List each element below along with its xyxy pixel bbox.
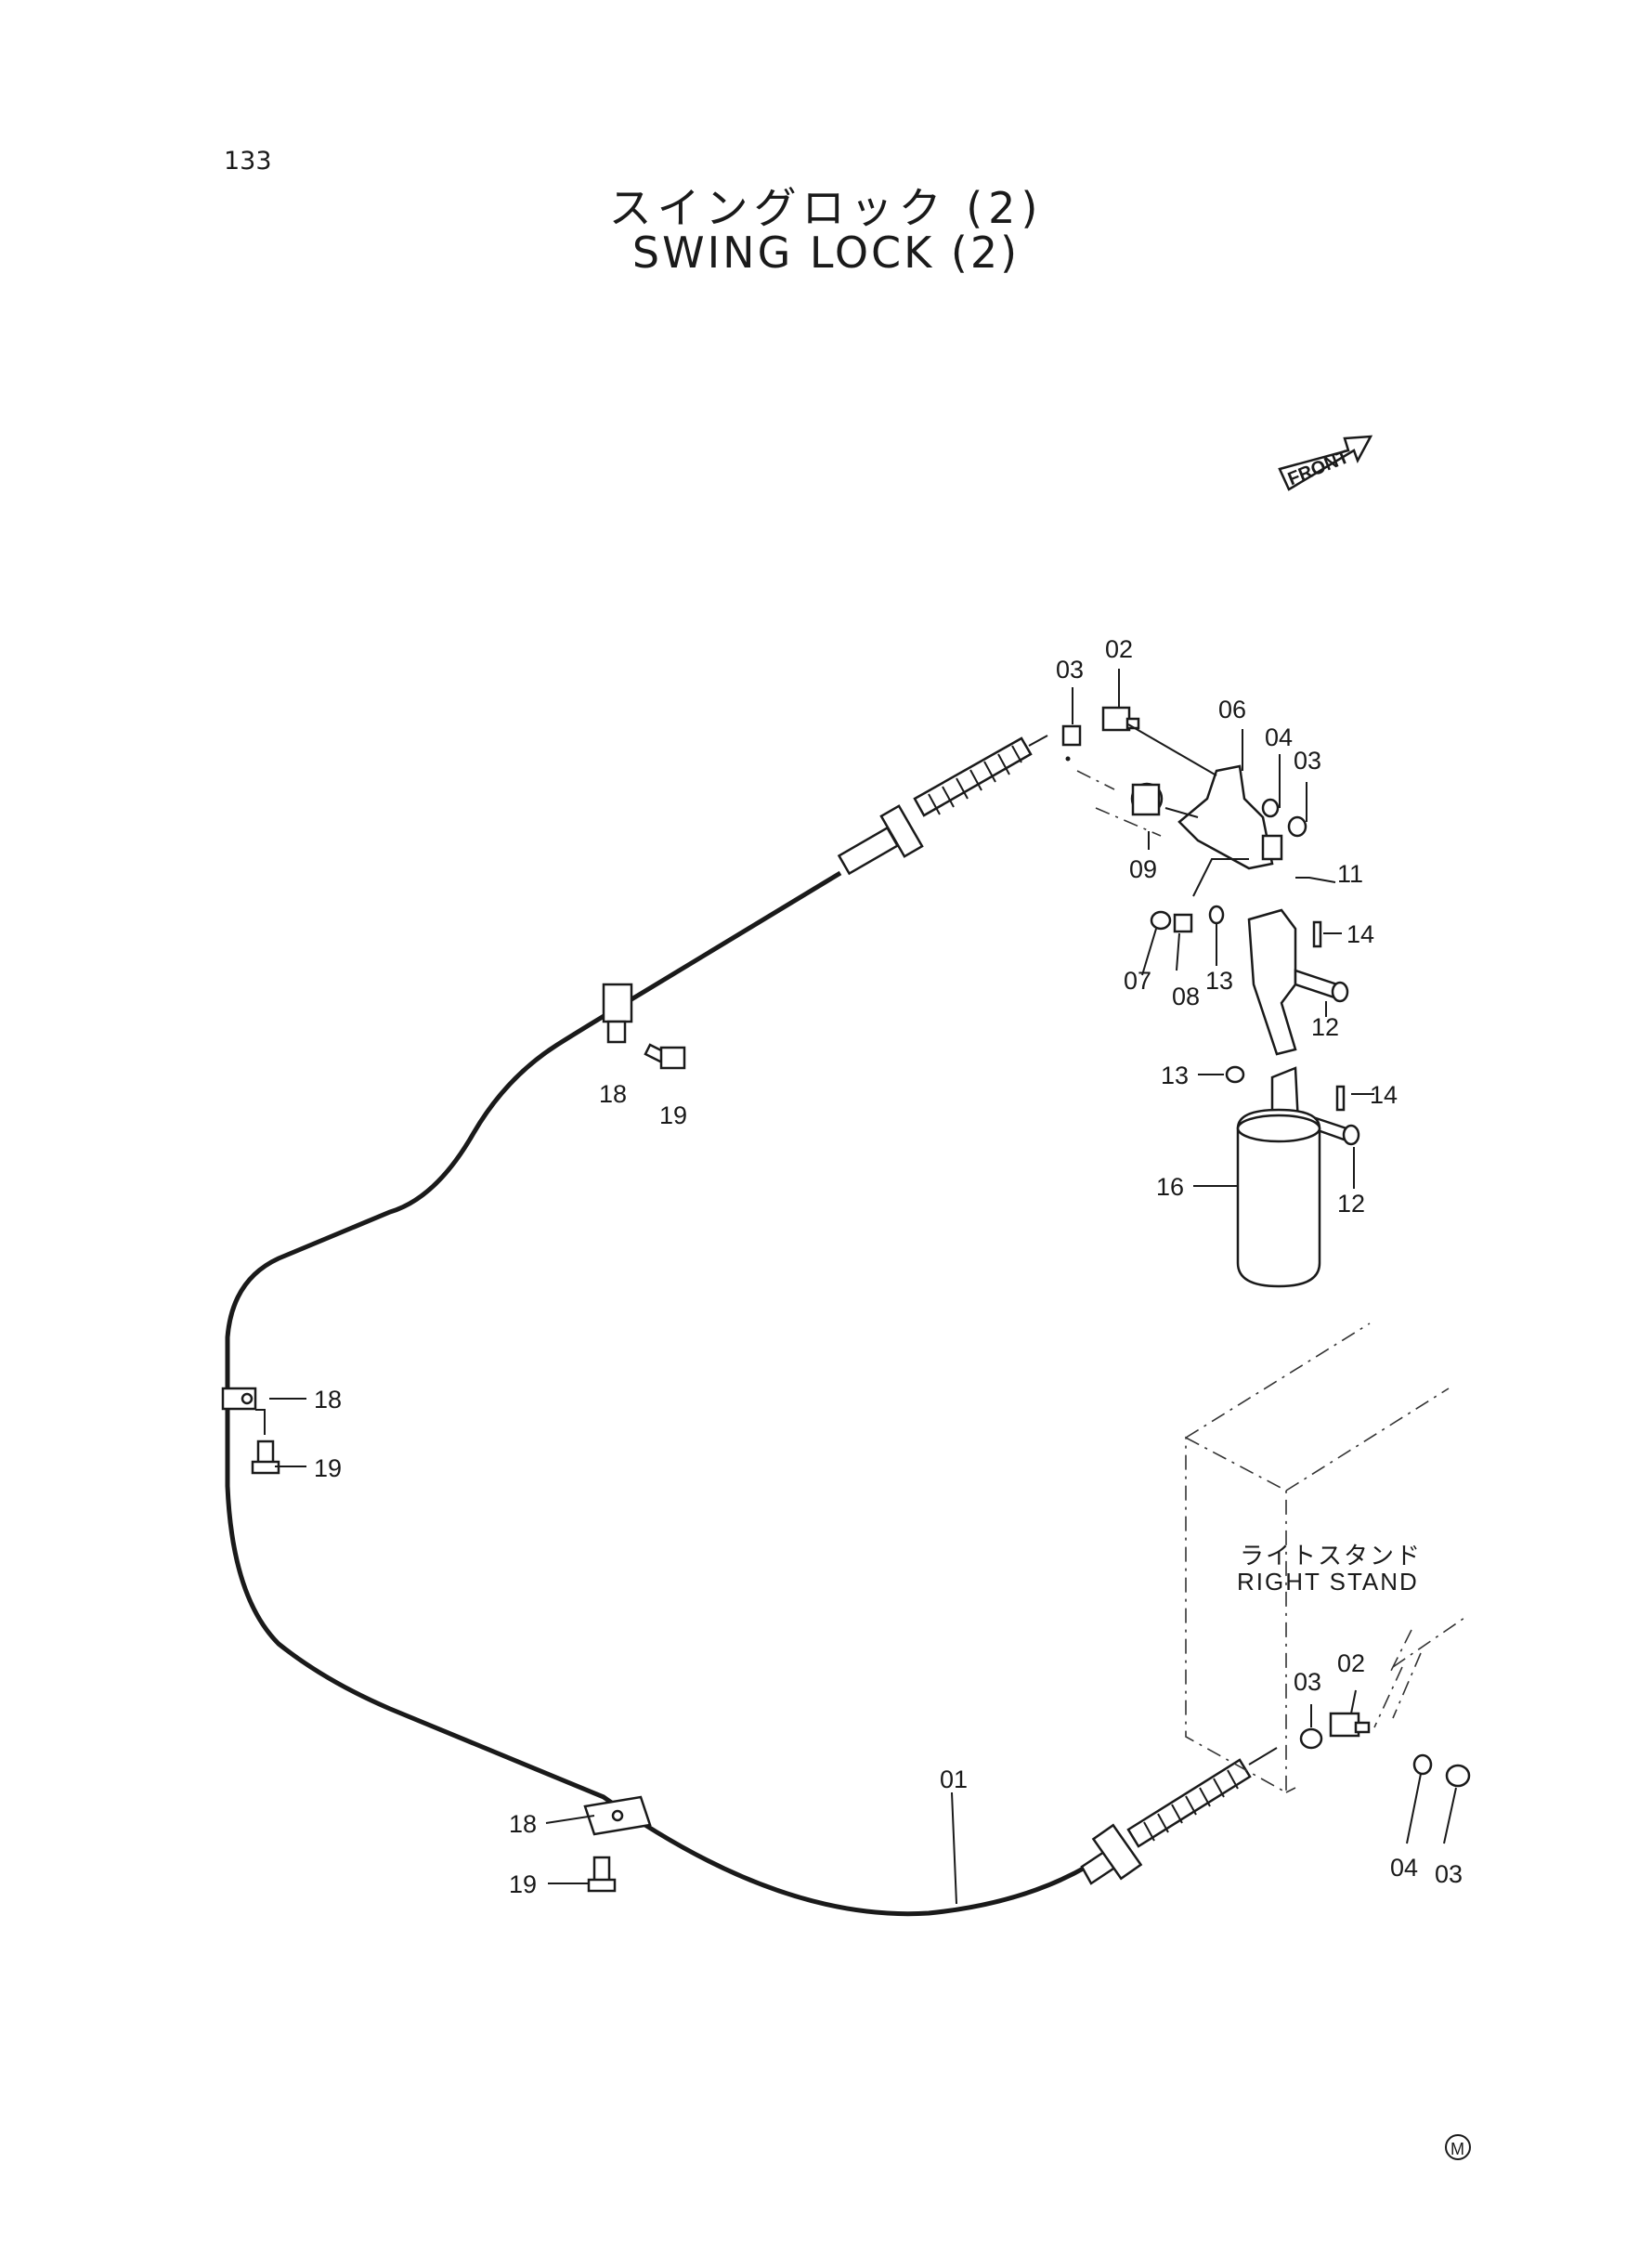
clamp-bottom [583, 1795, 652, 1893]
callout-03: 03 [1056, 656, 1084, 684]
swing-lock-cable [225, 870, 1088, 1917]
callout-04: 04 [1265, 723, 1293, 751]
callout-06: 06 [1218, 696, 1246, 723]
callout-08: 08 [1172, 983, 1200, 1010]
callout-16: 16 [1156, 1173, 1184, 1201]
callout-18: 18 [314, 1386, 342, 1414]
leader-lines [269, 669, 1457, 1905]
callout-13: 13 [1161, 1062, 1189, 1089]
callout-09: 09 [1129, 855, 1157, 883]
callout-01: 01 [940, 1765, 968, 1793]
right-stand-outline [1185, 1322, 1468, 1794]
callout-12: 12 [1311, 1013, 1339, 1041]
lower-right-linkage [1299, 1712, 1471, 1788]
callout-14: 14 [1346, 920, 1374, 948]
callout-04: 04 [1390, 1854, 1418, 1882]
callout-03: 03 [1294, 1668, 1321, 1696]
clamp-left [221, 1387, 280, 1475]
front-label: FRONT [1285, 447, 1352, 489]
clamp-top [602, 983, 686, 1070]
callout-07: 07 [1124, 967, 1151, 995]
callout-14: 14 [1370, 1081, 1398, 1109]
callout-19: 19 [314, 1454, 342, 1482]
callout-02: 02 [1105, 635, 1133, 663]
solenoid-assembly [1225, 1065, 1360, 1288]
callout-labels: 02 03 06 04 03 09 11 14 07 13 08 12 13 1… [314, 635, 1463, 1898]
callout-02: 02 [1337, 1649, 1365, 1677]
callout-11: 11 [1337, 860, 1363, 888]
callout-03: 03 [1294, 747, 1321, 775]
right-stand-label-english: RIGHT STAND [1237, 1568, 1419, 1596]
callout-19: 19 [659, 1101, 687, 1129]
m-mark-icon: M [1445, 2134, 1471, 2160]
svg-text:M: M [1450, 2140, 1464, 2158]
callout-18: 18 [599, 1080, 627, 1108]
right-stand-label-japanese: ライトスタンド [1240, 1542, 1423, 1570]
upper-cable-end [837, 735, 1162, 876]
callout-13: 13 [1205, 967, 1233, 995]
upper-linkage [1061, 706, 1349, 1056]
title-english: SWING LOCK (2) [631, 228, 1021, 278]
title-japanese: スイングロック (2) [608, 183, 1044, 233]
callout-19: 19 [509, 1870, 537, 1898]
callout-18: 18 [509, 1810, 537, 1838]
page-number: 133 [224, 147, 272, 176]
front-arrow-icon: FRONT [1278, 435, 1373, 491]
lower-cable-end [1080, 1747, 1278, 1885]
callout-03: 03 [1435, 1860, 1463, 1888]
callout-12: 12 [1337, 1190, 1365, 1218]
